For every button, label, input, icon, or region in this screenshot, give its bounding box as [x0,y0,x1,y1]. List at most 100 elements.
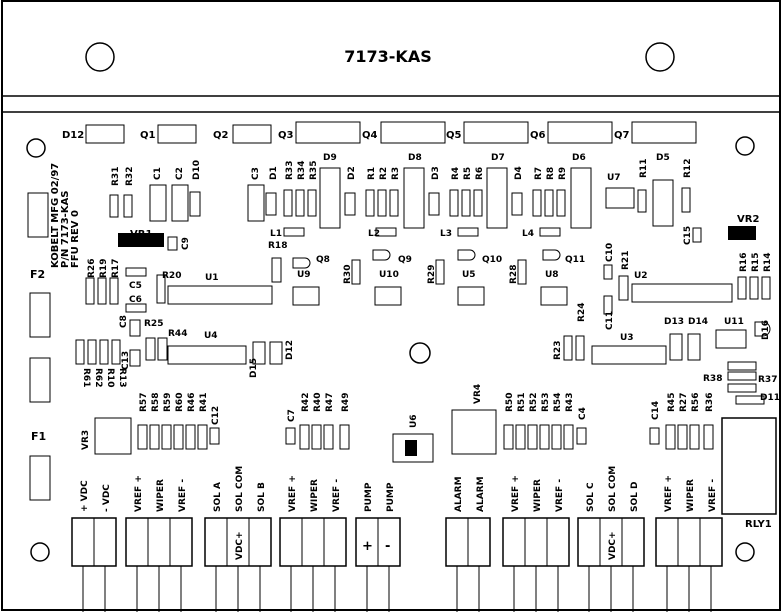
ref-designator: VREF - [178,479,188,512]
ref-designator: L2 [368,229,380,239]
fuse-clip [29,292,51,338]
ref-designator: R17 [111,259,121,278]
mounting-hole [645,42,675,72]
resistor [75,339,85,365]
ref-designator: R12 [683,159,693,178]
resistor [737,276,747,300]
ref-designator: R53 [541,393,551,412]
ref-designator: D15 [249,358,259,378]
ref-designator: R34 [297,161,307,180]
resistor [551,424,562,450]
ref-designator: R26 [87,259,97,278]
resistor [618,275,629,301]
capacitor [171,184,189,222]
ref-designator: R16 [739,253,749,272]
resistor [157,337,168,361]
ref-designator: R40 [313,393,323,412]
ref-designator: VREF + [511,475,521,512]
ref-designator: C5 [129,281,142,291]
resistor [87,339,97,365]
ic-package [591,345,667,365]
ref-designator: R28 [509,265,519,284]
ref-designator: Q7 [614,130,630,141]
capacitor [603,264,613,280]
ref-designator: R36 [705,393,715,412]
ref-designator: D4 [514,166,524,180]
capacitor [285,427,296,445]
resistor [575,335,585,361]
ref-designator: SOL A [213,482,223,512]
ref-designator: SOL D [630,482,640,512]
ref-designator: SOL C [586,482,596,512]
ic-package [457,286,485,306]
resistor [473,189,483,217]
ref-designator: U10 [379,270,399,280]
resistor [377,189,387,217]
ref-designator: R62 [93,368,103,387]
ref-designator: ALARM [454,476,464,512]
mounting-hole [30,542,50,562]
capacitor [692,227,702,243]
fuse-clip [29,455,51,501]
ref-designator: C8 [119,315,129,328]
inductor [457,227,479,237]
ref-designator: PUMP [386,482,396,512]
ref-designator: C13 [121,351,131,370]
ref-designator: R23 [553,341,563,360]
ref-designator: D3 [431,166,441,180]
diode [428,192,440,216]
ref-designator: R52 [529,393,539,412]
ref-designator: U5 [462,270,476,280]
inductor [283,227,305,237]
ref-designator: C9 [181,237,191,250]
capacitor [149,184,167,222]
ref-designator: D10 [192,160,202,180]
ref-designator: R6 [475,167,485,180]
ref-designator: R9 [558,167,568,180]
ref-designator: U8 [545,270,559,280]
ref-designator: R24 [577,303,587,322]
resistor [156,274,166,304]
ref-designator: R56 [691,393,701,412]
ref-designator: SOL COM [235,466,245,512]
ref-designator: R32 [125,167,135,186]
ref-designator: D14 [688,317,708,327]
transistor-row: D12 Q1 Q2 Q3 Q4 Q5 Q6 Q7 [62,121,697,144]
diode [344,192,356,216]
ref-designator: WIPER [533,479,543,512]
mounting-hole [409,342,431,364]
ref-designator: C15 [683,226,693,245]
inductor [375,227,397,237]
ref-designator: C14 [651,401,661,420]
ref-designator: R13 [117,368,127,387]
fuse-clip [29,357,51,403]
mounting-hole [735,136,755,156]
ref-designator: VREF + [288,475,298,512]
ref-designator: VDC+ [608,531,618,560]
ref-designator: R8 [546,167,556,180]
transistor [372,249,391,261]
ref-designator: R1 [367,167,377,180]
ref-designator: U2 [634,271,648,281]
ic-package [631,283,733,303]
ref-designator: L1 [270,229,282,239]
resistor [677,424,688,450]
ref-designator: Q9 [398,255,412,265]
vr-regulator [728,226,756,240]
resistor [727,361,757,371]
ref-designator: SOL B [257,482,267,512]
mounting-hole [85,42,115,72]
ic-package [292,286,320,306]
resistor [271,257,282,283]
transistor [542,249,561,261]
resistor [681,187,691,213]
ref-designator: R38 [703,374,722,384]
capacitor [603,295,613,315]
ref-designator: VR3 [81,430,91,450]
note-line: FFU REV 0 [70,210,81,268]
ref-designator: C6 [129,295,142,305]
ref-designator: Q1 [140,130,156,141]
resistor [389,189,399,217]
capacitor [125,303,147,313]
